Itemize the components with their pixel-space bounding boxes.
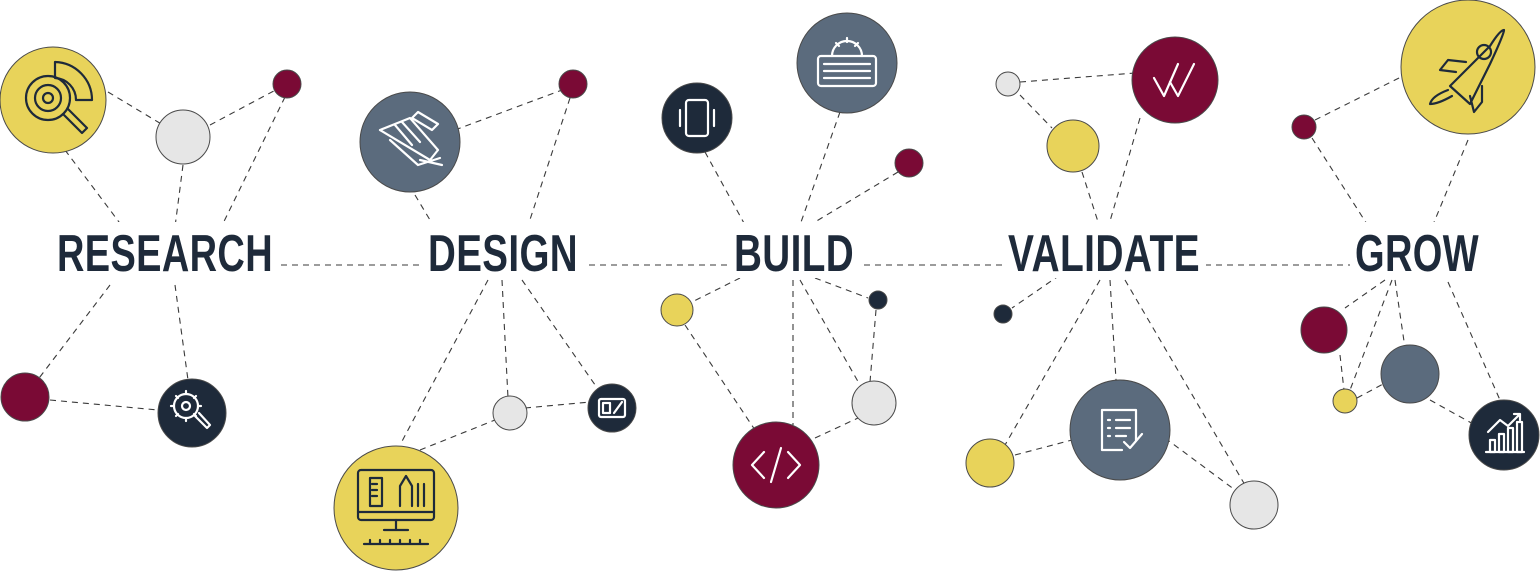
stage-label-grow: GROW [1355,225,1479,283]
edge [29,284,111,391]
node-maroon [0,372,50,422]
edge [1004,279,1101,446]
node-yellow [1332,388,1358,414]
double-check-icon [1131,36,1219,124]
node-navy [868,290,888,310]
node-light-gray [155,109,211,165]
growth-chart-icon [1468,399,1540,471]
edge [209,84,286,126]
edge [1311,137,1373,233]
edge [1429,399,1476,426]
edge [684,324,756,431]
decorative-nodes [0,69,1440,530]
edge [1081,171,1101,229]
node-maroon [1300,306,1348,354]
edge [1164,437,1236,491]
node-yellow [660,293,694,327]
mobile-device-icon [661,82,733,154]
edge [1429,139,1469,233]
node-yellow [1046,119,1100,173]
node-yellow [965,438,1015,488]
node-slate [1380,344,1440,404]
edge [799,279,861,386]
node-maroon [272,69,302,99]
edge [521,279,601,393]
edge [1447,281,1501,401]
edge [814,277,869,299]
edge [799,111,841,226]
edge [814,417,859,439]
keyboard-gear-icon [796,12,898,114]
design-monitor-icon [333,445,459,571]
analytics-magnifier-icon [0,46,107,154]
edge [1019,94,1053,129]
edge [454,89,563,131]
edge [1349,279,1393,391]
edge [691,277,741,303]
stage-label-build: BUILD [734,225,854,283]
edge [1394,279,1406,349]
edge [1356,382,1386,399]
node-maroon [558,69,588,99]
edge [809,171,899,226]
edge [524,401,591,409]
stage-label-validate: VALIDATE [1008,225,1200,283]
node-maroon [894,148,924,178]
node-maroon [1291,114,1317,140]
node-light-gray [1229,480,1279,530]
edge [1107,117,1141,229]
edge [869,309,877,383]
edge [107,91,184,138]
rocket-icon [1400,0,1536,135]
edge [399,279,489,446]
edge [1344,279,1386,309]
edge [174,284,189,381]
edge [1014,439,1073,456]
gear-search-icon [157,378,227,448]
edge [419,419,496,451]
checklist-icon [1069,379,1171,481]
edge [1019,72,1136,83]
stage-labels: RESEARCH DESIGN BUILD VALIDATE GROW [54,222,1486,283]
node-light-gray [851,380,897,426]
node-light-gray [995,71,1021,97]
edge [704,151,746,226]
edge [1011,274,1061,309]
stage-label-design: DESIGN [428,225,578,283]
edge [1109,279,1117,381]
drafting-tools-icon [359,91,461,193]
design-tablet-icon [587,383,637,433]
node-navy [993,304,1013,324]
edge [1314,74,1406,121]
stage-label-research: RESEARCH [57,225,273,283]
code-icon [732,421,820,509]
edge [1339,354,1345,391]
edge [49,399,159,411]
edge [501,279,509,399]
node-light-gray [492,395,528,431]
